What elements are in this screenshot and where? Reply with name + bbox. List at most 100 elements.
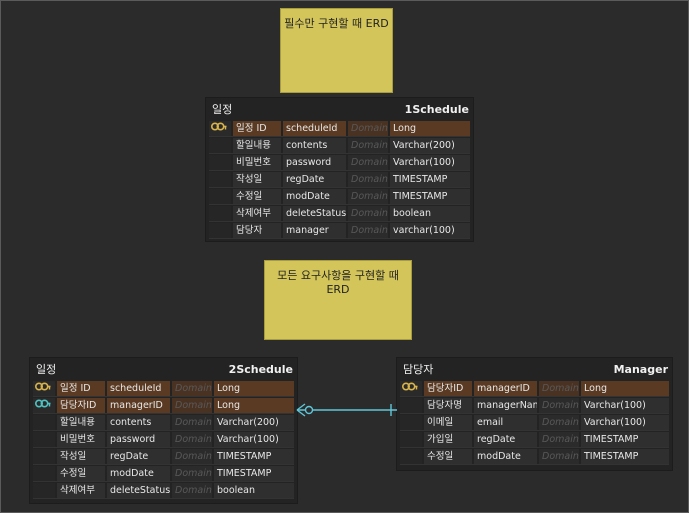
datatype-cell[interactable]: Varchar(200) (390, 137, 470, 153)
physical-name-cell[interactable]: deleteStatus (283, 205, 346, 221)
datatype-cell[interactable]: boolean (214, 482, 294, 498)
attribute-row[interactable]: 담당자명managerNameDomainVarchar(100) (400, 397, 669, 414)
logical-name-cell[interactable]: 할일내용 (57, 414, 105, 430)
datatype-cell[interactable]: Varchar(100) (214, 431, 294, 447)
domain-cell[interactable]: Domain (539, 380, 579, 396)
datatype-cell[interactable]: Long (214, 397, 294, 413)
logical-name-cell[interactable]: 작성일 (233, 171, 281, 187)
physical-name-cell[interactable]: managerID (474, 380, 537, 396)
logical-name-cell[interactable]: 일정 ID (57, 380, 105, 396)
logical-name-cell[interactable]: 작성일 (57, 448, 105, 464)
datatype-cell[interactable]: TIMESTAMP (214, 465, 294, 481)
physical-name-cell[interactable]: contents (283, 137, 346, 153)
physical-name-cell[interactable]: scheduleId (283, 120, 346, 136)
logical-name-cell[interactable]: 담당자 (233, 222, 281, 238)
domain-cell[interactable]: Domain (348, 137, 388, 153)
domain-cell[interactable]: Domain (348, 154, 388, 170)
logical-name-cell[interactable]: 할일내용 (233, 137, 281, 153)
physical-name-cell[interactable]: contents (107, 414, 170, 430)
domain-cell[interactable]: Domain (172, 380, 212, 396)
datatype-cell[interactable]: Varchar(200) (214, 414, 294, 430)
domain-cell[interactable]: Domain (348, 120, 388, 136)
logical-name-cell[interactable]: 삭제여부 (233, 205, 281, 221)
domain-cell[interactable]: Domain (172, 431, 212, 447)
datatype-cell[interactable]: boolean (390, 205, 470, 221)
domain-cell[interactable]: Domain (348, 188, 388, 204)
domain-cell[interactable]: Domain (539, 414, 579, 430)
note-required-erd[interactable]: 필수만 구현할 때 ERD (280, 8, 393, 93)
logical-name-cell[interactable]: 일정 ID (233, 120, 281, 136)
domain-cell[interactable]: Domain (172, 465, 212, 481)
physical-name-cell[interactable]: password (107, 431, 170, 447)
note-full-erd[interactable]: 모든 요구사항을 구현할 때 ERD (264, 260, 412, 340)
logical-name-cell[interactable]: 담당자ID (424, 380, 472, 396)
datatype-cell[interactable]: Varchar(100) (581, 414, 669, 430)
logical-name-cell[interactable]: 삭제여부 (57, 482, 105, 498)
domain-cell[interactable]: Domain (348, 205, 388, 221)
physical-name-cell[interactable]: scheduleId (107, 380, 170, 396)
datatype-cell[interactable]: Long (214, 380, 294, 396)
datatype-cell[interactable]: Long (581, 380, 669, 396)
physical-name-cell[interactable]: email (474, 414, 537, 430)
logical-name-cell[interactable]: 수정일 (424, 448, 472, 464)
datatype-cell[interactable]: TIMESTAMP (214, 448, 294, 464)
physical-name-cell[interactable]: deleteStatus (107, 482, 170, 498)
domain-cell[interactable]: Domain (172, 482, 212, 498)
datatype-cell[interactable]: TIMESTAMP (581, 448, 669, 464)
physical-name-cell[interactable]: managerID (107, 397, 170, 413)
physical-name-cell[interactable]: regDate (107, 448, 170, 464)
datatype-cell[interactable]: TIMESTAMP (390, 171, 470, 187)
physical-name-cell[interactable]: manager (283, 222, 346, 238)
logical-name-cell[interactable]: 가입일 (424, 431, 472, 447)
physical-name-cell[interactable]: regDate (283, 171, 346, 187)
logical-name-cell[interactable]: 담당자명 (424, 397, 472, 413)
logical-name-cell[interactable]: 수정일 (57, 465, 105, 481)
domain-cell[interactable]: Domain (172, 397, 212, 413)
physical-name-cell[interactable]: regDate (474, 431, 537, 447)
domain-cell[interactable]: Domain (172, 414, 212, 430)
logical-name-cell[interactable]: 이메일 (424, 414, 472, 430)
domain-cell[interactable]: Domain (348, 171, 388, 187)
logical-name-cell[interactable]: 비밀번호 (57, 431, 105, 447)
datatype-cell[interactable]: Long (390, 120, 470, 136)
physical-name-cell[interactable]: modDate (283, 188, 346, 204)
logical-name-cell[interactable]: 비밀번호 (233, 154, 281, 170)
physical-name-cell[interactable]: password (283, 154, 346, 170)
datatype-cell[interactable]: Varchar(100) (390, 154, 470, 170)
datatype-cell[interactable]: TIMESTAMP (581, 431, 669, 447)
domain-cell[interactable]: Domain (539, 431, 579, 447)
datatype-cell[interactable]: TIMESTAMP (390, 188, 470, 204)
domain-cell[interactable]: Domain (539, 397, 579, 413)
logical-name-cell[interactable]: 수정일 (233, 188, 281, 204)
domain-cell[interactable]: Domain (539, 448, 579, 464)
domain-cell[interactable]: Domain (172, 448, 212, 464)
logical-name-cell[interactable]: 담당자ID (57, 397, 105, 413)
physical-name-cell[interactable]: modDate (474, 448, 537, 464)
domain-cell[interactable]: Domain (348, 222, 388, 238)
datatype-cell[interactable]: varchar(100) (390, 222, 470, 238)
physical-name-cell[interactable]: managerName (474, 397, 537, 413)
physical-name-cell[interactable]: modDate (107, 465, 170, 481)
datatype-cell[interactable]: Varchar(100) (581, 397, 669, 413)
